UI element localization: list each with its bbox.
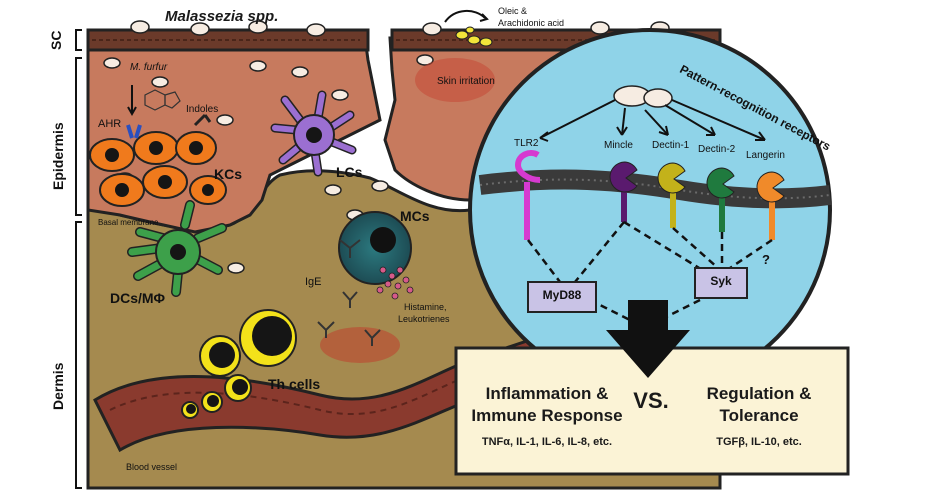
receptor-label-dectin2: Dectin-2 [698,144,736,155]
label-lcs: LCs [336,164,363,180]
langerhans-cell [270,90,357,177]
label-arachidonic: Arachidonic acid [498,18,565,28]
indole-molecule-icon [144,89,181,111]
label-kcs: KCs [214,166,243,182]
label-ige: IgE [305,276,322,288]
outcome-right-title-1: Regulation & [706,384,812,403]
receptor-label-tlr2: TLR2 [514,138,539,149]
label-indoles: Indoles [186,104,219,115]
mast-cell [338,211,414,300]
malassezia-center-icon [613,85,673,108]
outcome-left-title-1: Inflammation & [485,384,609,403]
receptor-tlr2 [514,150,541,240]
label-histamine: Histamine, [404,302,447,312]
label-basal-membrane: Basal membrane [98,218,159,227]
outcome-left-sub: TNFα, IL-1, IL-6, IL-8, etc. [481,436,613,448]
dendritic-cell [127,200,227,297]
label-skin-irritation: Skin irritation [437,76,495,87]
myd88-label: MyD88 [542,288,582,302]
layer-label-dermis: Dermis [50,362,66,410]
receptor-label-langerin: Langerin [746,150,785,161]
outcome-vs: VS. [633,388,669,413]
layer-brackets [75,29,82,489]
label-mcs: MCs [400,208,430,224]
receptor-mincle [609,161,638,222]
keratinocytes [89,131,227,207]
label-leukotrienes: Leukotrienes [398,314,450,324]
ige-antibodies [317,239,381,346]
label-m-furfur: M. furfur [130,62,168,73]
diagram-title: Malassezia spp. [165,8,279,25]
syk-box [694,267,748,299]
outcome-right-title-2: Tolerance [719,406,799,425]
signaling-lines [527,220,773,327]
myd88-box [527,281,597,313]
label-ahr: AHR [98,118,122,130]
label-dcs: DCs/MΦ [110,290,166,306]
outcome-right-sub: TGFβ, IL-10, etc. [716,436,802,448]
receptor-label-mincle: Mincle [604,140,633,151]
receptor-question: ? [762,252,770,267]
outcome-arrow [606,300,690,378]
receptor-langerin [756,171,785,240]
th-cells [181,309,297,419]
label-oleic: Oleic & [498,6,528,16]
layer-label-sc: SC [48,30,64,50]
receptor-dectin2 [706,167,735,232]
ahr-receptor [126,124,142,139]
label-th-cells: Th cells [268,376,321,392]
receptor-arrows [539,99,766,142]
receptor-dectin1 [657,162,686,228]
label-blood-vessel: Blood vessel [126,462,178,472]
syk-label: Syk [710,274,732,288]
receptor-label-dectin1: Dectin-1 [652,140,690,151]
oleic-droplets [455,26,493,47]
layer-label-epidermis: Epidermis [50,122,66,190]
outcome-left-title-2: Immune Response [471,406,623,425]
